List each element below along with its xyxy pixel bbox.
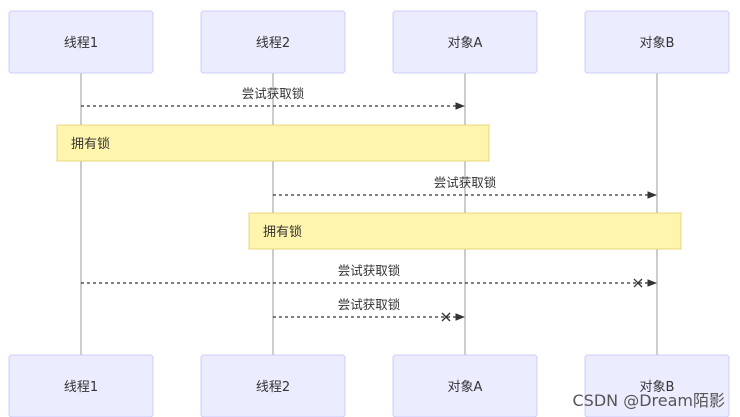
actor-box [584, 354, 730, 417]
actor-box [200, 354, 346, 417]
actor-box [392, 354, 538, 417]
actor-t2-top: 线程2 [200, 10, 346, 74]
actor-oa-bottom: 对象A [392, 354, 538, 417]
message-label: 尝试获取锁 [434, 175, 497, 190]
actor-t2-bottom: 线程2 [200, 354, 346, 417]
actor-ob-bottom: 对象B [584, 354, 730, 417]
message-1: 尝试获取锁 [81, 86, 465, 110]
actor-label: 对象B [640, 36, 675, 51]
actor-box [200, 10, 346, 74]
actors-top: 线程1 线程2 对象A 对象B [8, 10, 730, 74]
actor-label: 线程1 [64, 380, 98, 395]
message-6: 尝试获取锁 [273, 297, 465, 322]
actor-ob-top: 对象B [584, 10, 730, 74]
note-label: 拥有锁 [71, 136, 110, 152]
actor-box [8, 354, 154, 417]
actor-label: 对象A [448, 380, 483, 395]
message-label: 尝试获取锁 [338, 263, 401, 278]
message-5: 尝试获取锁 [81, 263, 657, 288]
message-label: 尝试获取锁 [242, 86, 305, 101]
actor-label: 线程2 [256, 380, 290, 395]
actor-label: 对象A [448, 36, 483, 51]
watermark: CSDN @Dream陌影 [573, 391, 726, 410]
actor-box [392, 10, 538, 74]
actor-box [8, 10, 154, 74]
actor-t1-bottom: 线程1 [8, 354, 154, 417]
fail-cross-icon [441, 312, 451, 322]
message-label: 尝试获取锁 [338, 297, 401, 312]
message-3: 尝试获取锁 [273, 175, 657, 199]
note-label: 拥有锁 [263, 224, 302, 240]
actor-oa-top: 对象A [392, 10, 538, 74]
actor-label: 对象B [640, 380, 675, 395]
note-2: 拥有锁 [56, 124, 490, 162]
actor-label: 线程1 [64, 36, 98, 51]
note-4: 拥有锁 [248, 212, 682, 250]
actors-bottom: 线程1 线程2 对象A 对象B [8, 354, 730, 417]
fail-cross-icon [633, 278, 643, 288]
note-box [56, 124, 490, 162]
actor-box [584, 10, 730, 74]
actor-t1-top: 线程1 [8, 10, 154, 74]
note-box [248, 212, 682, 250]
actor-label: 线程2 [256, 36, 290, 51]
